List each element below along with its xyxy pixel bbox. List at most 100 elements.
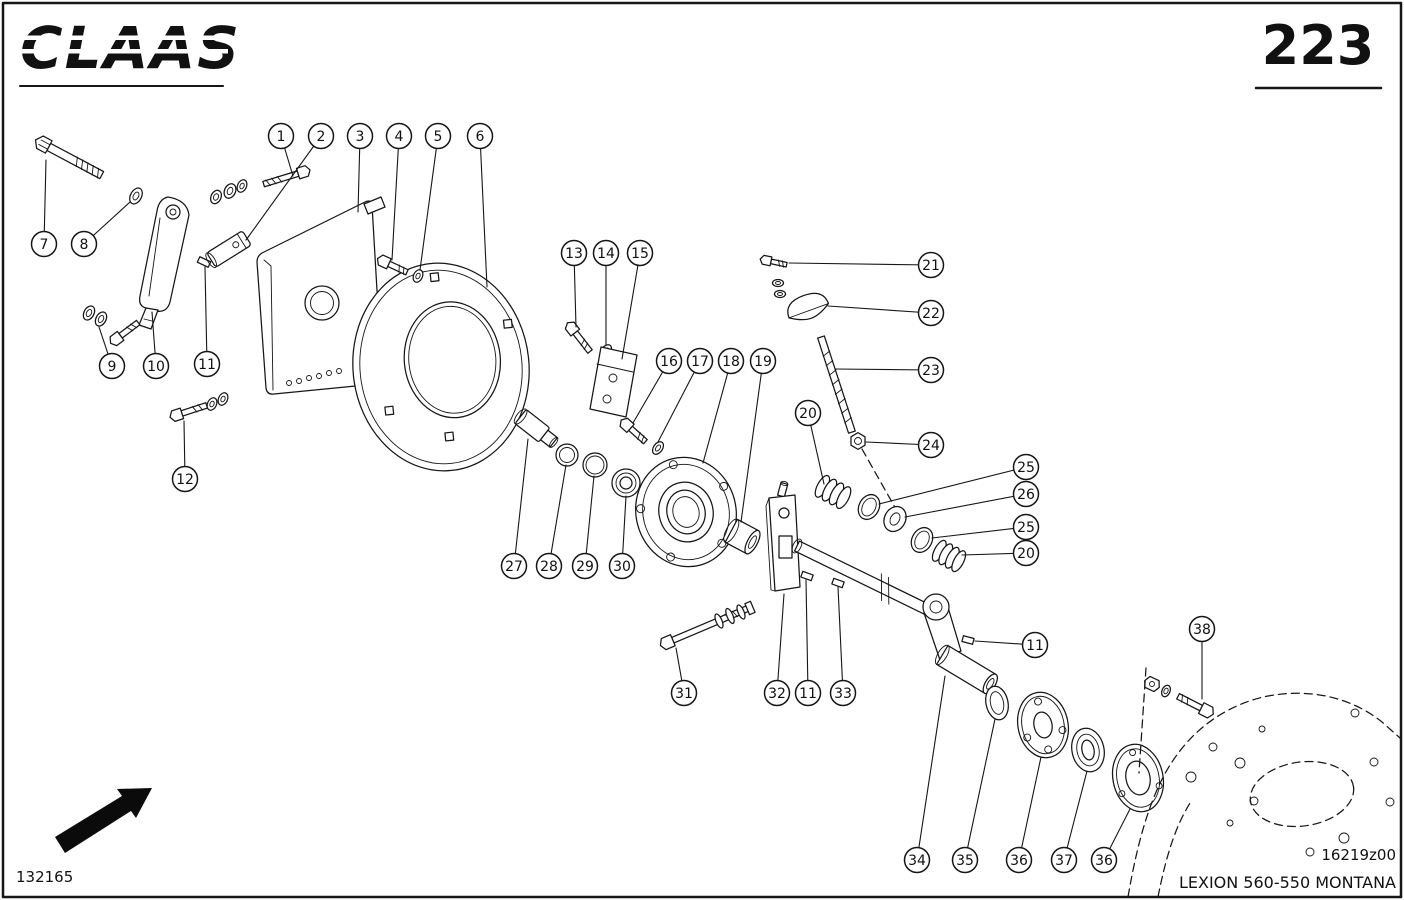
part-bearing-25b xyxy=(910,526,934,554)
svg-text:6: 6 xyxy=(476,129,485,145)
figure-code: 16219z00 xyxy=(1321,846,1396,864)
part-bolt-16 xyxy=(619,417,648,445)
header: CLAAS 223 xyxy=(14,14,1383,90)
leader-line-4 xyxy=(391,135,400,261)
callout-31: 31 xyxy=(670,679,698,707)
leader-line-6 xyxy=(479,135,488,288)
callout-35: 35 xyxy=(951,846,979,874)
leader-line-36 xyxy=(1018,756,1042,861)
callout-17: 17 xyxy=(686,347,714,375)
leader-line-37 xyxy=(1063,770,1088,861)
svg-text:20: 20 xyxy=(1017,546,1035,562)
part-cap-22 xyxy=(787,292,830,321)
part-bolt-4 xyxy=(376,254,409,276)
svg-text:33: 33 xyxy=(834,686,852,702)
leader-line-5 xyxy=(419,135,439,271)
leader-line-19 xyxy=(740,360,764,523)
svg-text:9: 9 xyxy=(108,359,117,375)
part-cylinder-2 xyxy=(205,231,251,269)
leader-line-35 xyxy=(964,718,996,861)
svg-text:20: 20 xyxy=(799,406,817,422)
part-plate-3 xyxy=(256,196,386,395)
svg-text:37: 37 xyxy=(1055,853,1073,869)
leader-line-22 xyxy=(827,305,932,314)
svg-text:22: 22 xyxy=(922,306,940,322)
svg-text:25: 25 xyxy=(1017,460,1035,476)
bolt-38-axis-dashed xyxy=(1138,667,1147,774)
callout-20: 20 xyxy=(794,399,822,427)
callout-6: 6 xyxy=(466,122,494,150)
callout-28: 28 xyxy=(535,552,563,580)
part-pin-27 xyxy=(513,408,559,448)
svg-text:3: 3 xyxy=(356,129,365,145)
leader-line-18 xyxy=(702,360,732,464)
leader-line-25 xyxy=(931,526,1027,539)
callout-10: 10 xyxy=(142,352,170,380)
leader-line-11 xyxy=(805,579,809,694)
callout-5: 5 xyxy=(424,122,452,150)
callout-14: 14 xyxy=(592,239,620,267)
part-sleeve-26 xyxy=(883,505,907,533)
svg-text:30: 30 xyxy=(613,559,631,575)
part-bolt-21 xyxy=(759,254,788,268)
svg-text:31: 31 xyxy=(675,686,693,702)
part-bearing-30 xyxy=(611,468,641,498)
svg-text:16: 16 xyxy=(660,354,678,370)
model-name: LEXION 560-550 MONTANA xyxy=(1179,873,1396,892)
callout-30: 30 xyxy=(608,552,636,580)
part-washer-17 xyxy=(651,441,665,455)
svg-text:24: 24 xyxy=(922,438,940,454)
svg-text:38: 38 xyxy=(1193,622,1211,638)
part-flange-36a xyxy=(1016,691,1070,759)
logo-stripe xyxy=(14,35,228,40)
svg-text:21: 21 xyxy=(922,258,940,274)
leader-line-33 xyxy=(837,586,844,694)
callout-18: 18 xyxy=(717,347,745,375)
svg-text:14: 14 xyxy=(597,246,615,262)
part-nut-24 xyxy=(850,431,866,451)
part-bolt-1 xyxy=(262,165,311,188)
svg-text:32: 32 xyxy=(768,686,786,702)
svg-text:2: 2 xyxy=(317,129,326,145)
svg-text:19: 19 xyxy=(754,354,772,370)
callout-21: 21 xyxy=(917,251,945,279)
part-pin-11 xyxy=(196,256,212,268)
callout-13: 13 xyxy=(560,239,588,267)
callout-29: 29 xyxy=(571,552,599,580)
leader-line-28 xyxy=(548,464,567,567)
part-disc-6 xyxy=(352,262,530,472)
callout-19: 19 xyxy=(749,347,777,375)
leader-line-29 xyxy=(584,475,595,567)
document-number: 132165 xyxy=(16,868,73,886)
machine-frame-holes xyxy=(1185,708,1395,857)
svg-text:4: 4 xyxy=(395,129,404,145)
part-strip-15 xyxy=(589,346,638,418)
machine-frame-outline xyxy=(1127,692,1401,898)
callout-33: 33 xyxy=(829,679,857,707)
svg-text:23: 23 xyxy=(922,363,940,379)
part-washers-21 xyxy=(771,278,787,299)
part-ring-29 xyxy=(582,452,608,478)
part-arm-10 xyxy=(138,196,190,330)
svg-text:1: 1 xyxy=(277,129,286,145)
leader-line-11 xyxy=(204,266,208,365)
part-pin-11b xyxy=(800,570,814,582)
logo-stripe xyxy=(14,49,228,54)
part-washers-9 xyxy=(82,305,108,327)
callout-1: 1 xyxy=(267,122,295,150)
part-crank-34 xyxy=(922,593,999,695)
part-ring-28 xyxy=(555,443,579,467)
part-washers-12 xyxy=(206,392,229,411)
part-bolt-9 xyxy=(109,319,141,347)
part-pin-11c xyxy=(961,635,975,645)
part-pin-33 xyxy=(831,577,845,589)
svg-text:12: 12 xyxy=(176,472,194,488)
svg-text:11: 11 xyxy=(198,357,216,373)
leader-line-25 xyxy=(878,466,1027,505)
part-washers-1 xyxy=(209,179,248,205)
svg-text:34: 34 xyxy=(908,853,926,869)
leader-line-21 xyxy=(788,262,932,266)
